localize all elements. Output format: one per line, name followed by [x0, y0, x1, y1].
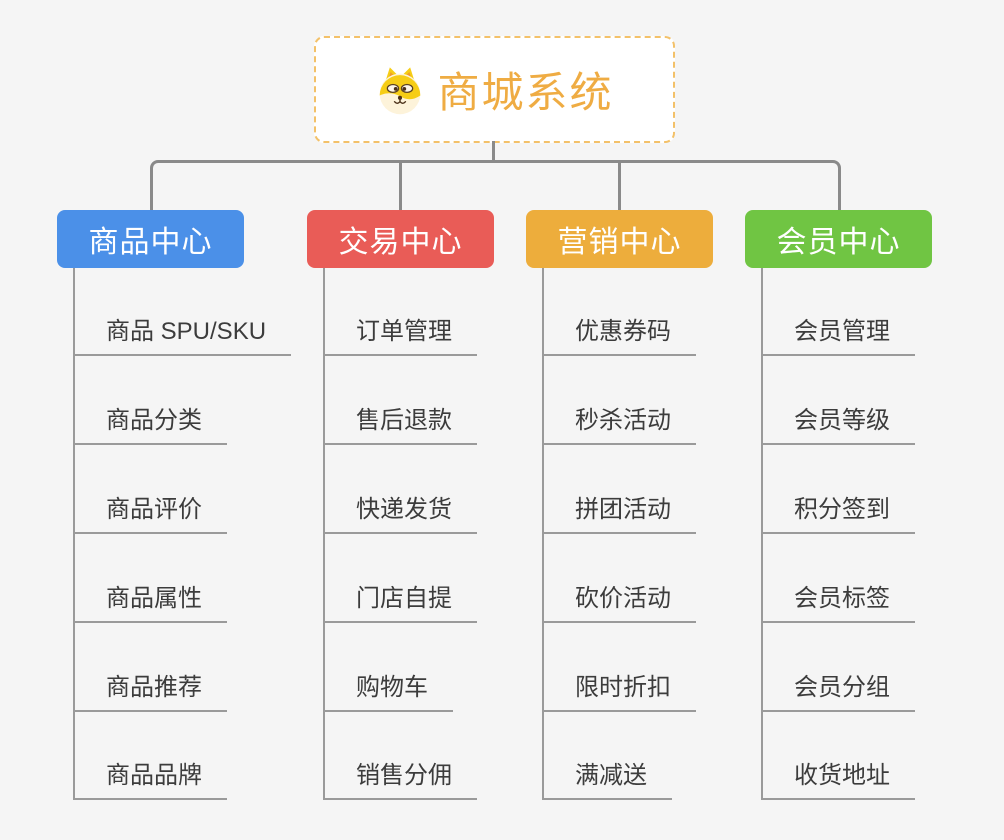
branch-topic-2[interactable]: 营销中心: [526, 210, 713, 268]
sub-topic[interactable]: 优惠券码: [542, 308, 696, 356]
sub-topic[interactable]: 满减送: [542, 752, 672, 800]
branch-drop-line: [399, 160, 402, 210]
branch-topic-3[interactable]: 会员中心: [745, 210, 932, 268]
root-connector-stem: [492, 141, 495, 161]
sub-topic[interactable]: 积分签到: [761, 486, 915, 534]
branch-bus-right: [494, 160, 841, 210]
sub-topic[interactable]: 会员管理: [761, 308, 915, 356]
branch-trunk-line-1: [323, 268, 325, 800]
sub-topic[interactable]: 订单管理: [323, 308, 477, 356]
sub-topic[interactable]: 商品评价: [73, 486, 227, 534]
sub-topic[interactable]: 拼团活动: [542, 486, 696, 534]
sub-topic[interactable]: 售后退款: [323, 397, 477, 445]
branch-trunk-line-0: [73, 268, 75, 800]
sub-topic[interactable]: 商品分类: [73, 397, 227, 445]
sub-topic[interactable]: 商品 SPU/SKU: [73, 308, 292, 356]
sub-topic[interactable]: 商品推荐: [73, 664, 227, 712]
root-topic-title: 商城系统: [437, 69, 614, 116]
sub-topic[interactable]: 秒杀活动: [542, 397, 696, 445]
branch-trunk-line-2: [542, 268, 544, 800]
branch-topic-1[interactable]: 交易中心: [307, 210, 494, 268]
sub-topic[interactable]: 会员标签: [761, 575, 915, 623]
sub-topic[interactable]: 商品品牌: [73, 752, 227, 800]
branch-topic-0[interactable]: 商品中心: [57, 210, 244, 268]
sub-topic[interactable]: 商品属性: [73, 575, 227, 623]
sub-topic[interactable]: 限时折扣: [542, 664, 696, 712]
sub-topic[interactable]: 购物车: [323, 664, 453, 712]
sub-topic[interactable]: 会员等级: [761, 397, 915, 445]
branch-trunk-line-3: [761, 268, 763, 800]
sub-topic[interactable]: 快递发货: [323, 486, 477, 534]
sub-topic[interactable]: 门店自提: [323, 575, 477, 623]
sub-topic[interactable]: 砍价活动: [542, 575, 696, 623]
sub-topic[interactable]: 收货地址: [761, 752, 915, 800]
sub-topic[interactable]: 会员分组: [761, 664, 915, 712]
branch-drop-line: [618, 160, 621, 210]
branch-bus-left: [150, 160, 494, 210]
sub-topic[interactable]: 销售分佣: [323, 752, 477, 800]
root-topic[interactable]: 商城系统: [314, 36, 675, 143]
shiba-dog-icon: [380, 66, 421, 114]
